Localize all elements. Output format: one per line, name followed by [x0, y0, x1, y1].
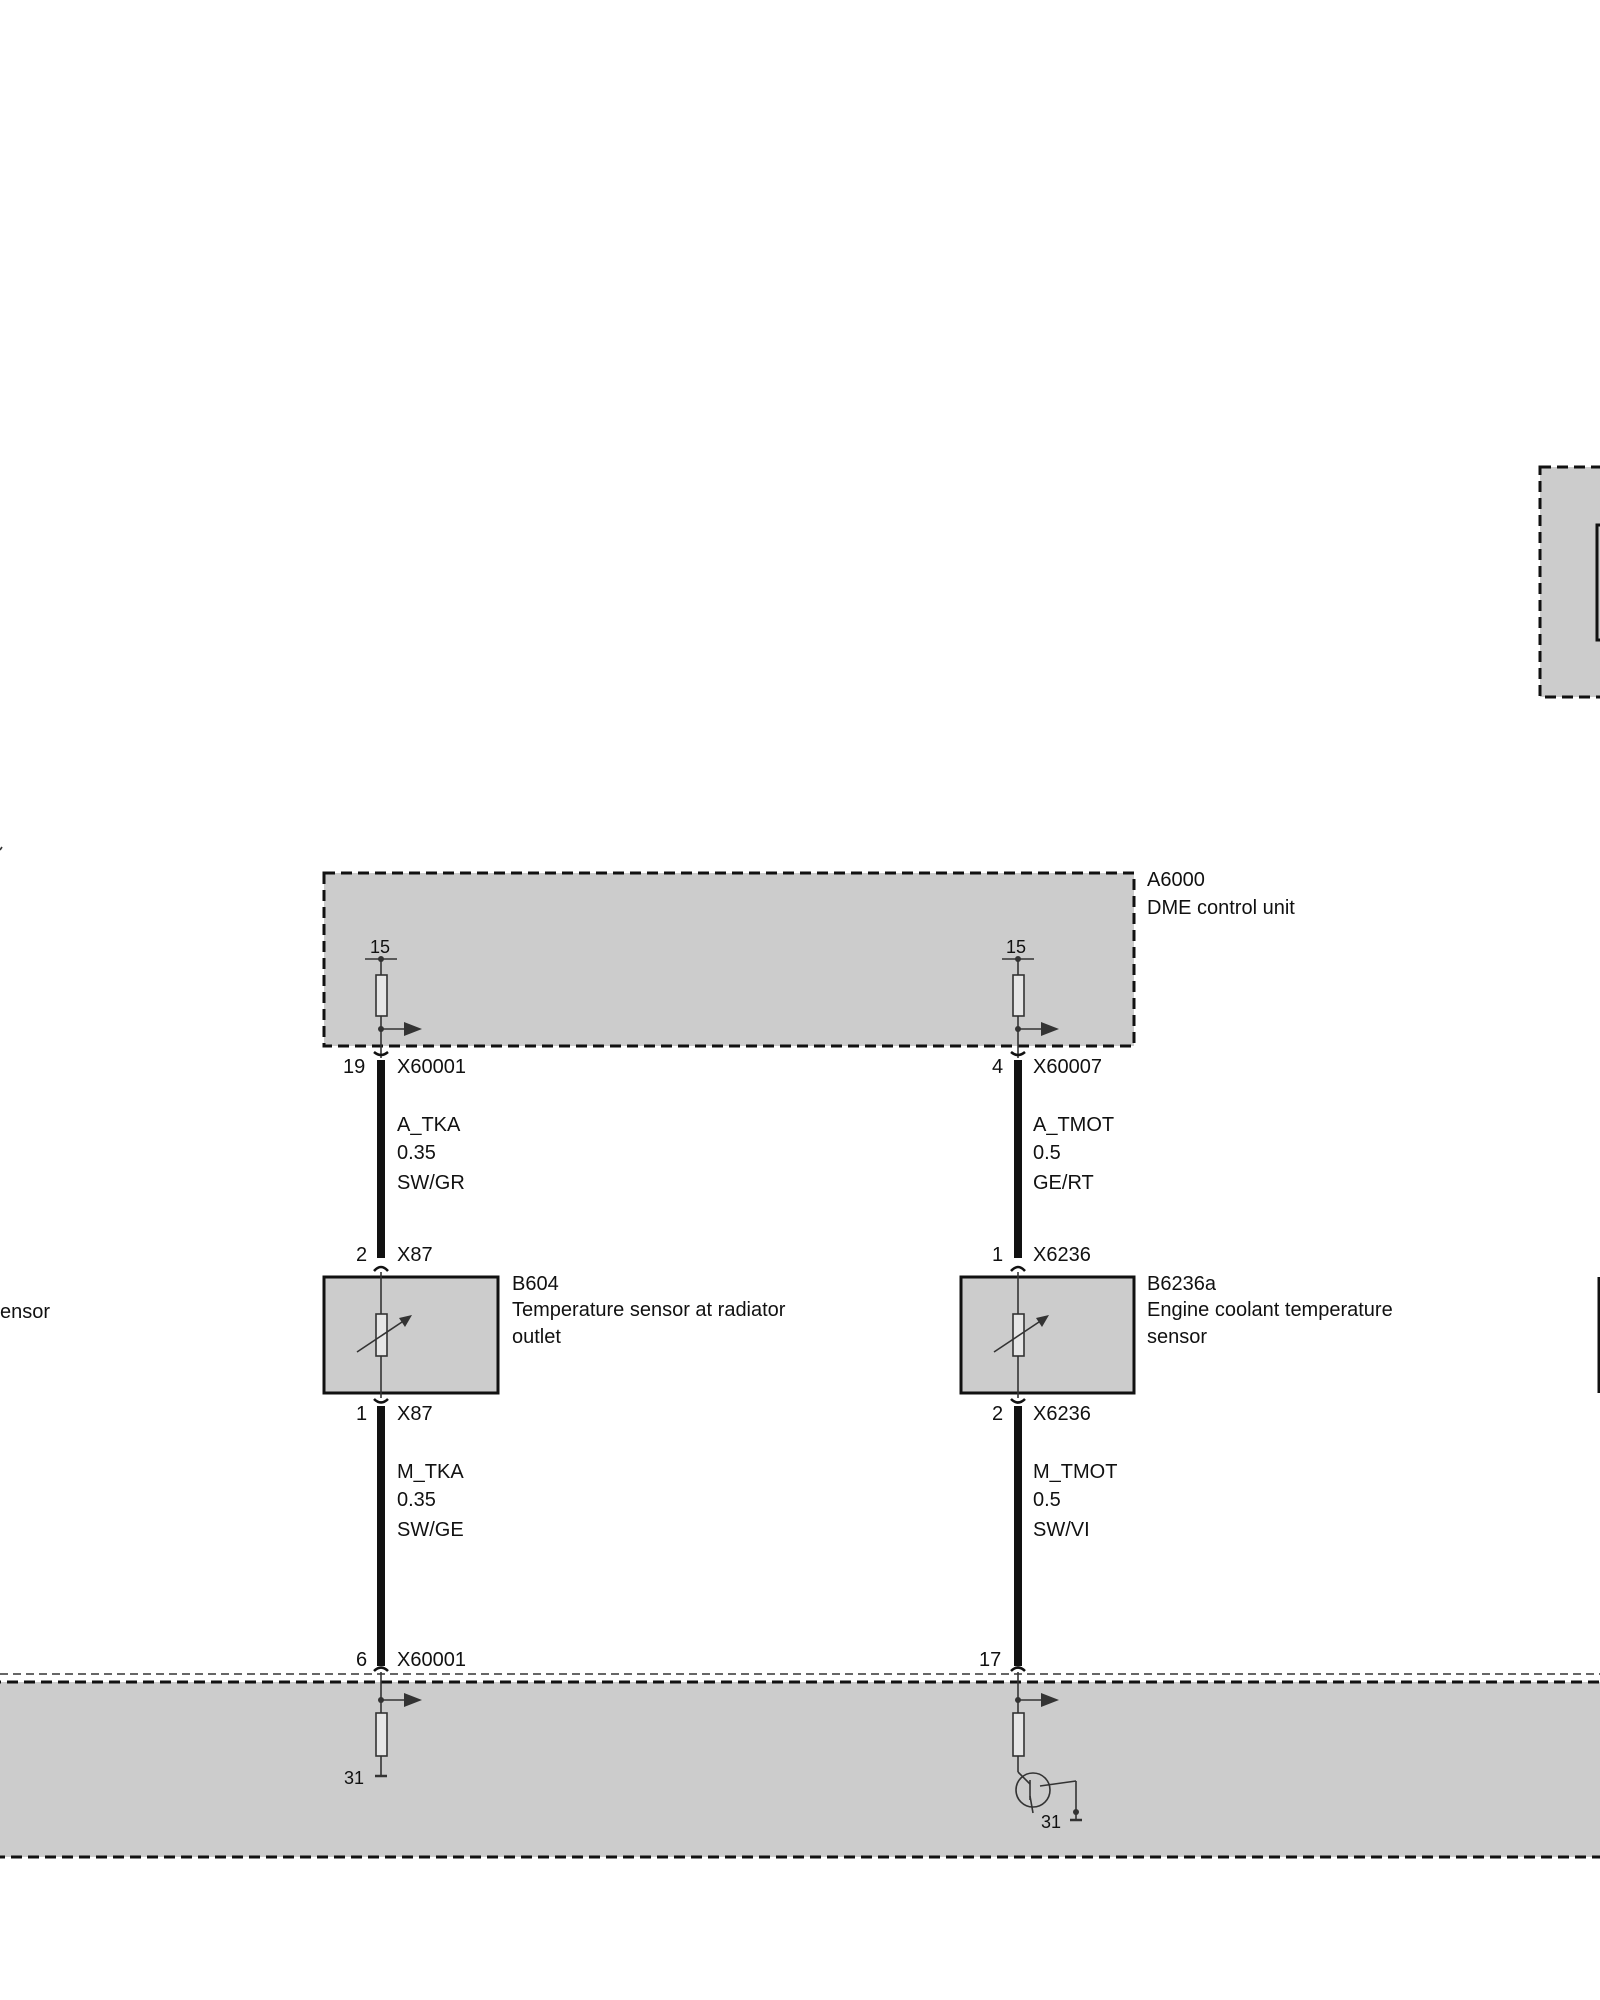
- arrow-right-icon: [404, 1022, 422, 1036]
- connector-label: X6236: [1033, 1403, 1091, 1425]
- connector-mark-icon: [1010, 1666, 1026, 1672]
- ground-31-left: 31: [344, 1768, 364, 1788]
- ground-resistor-right: [1012, 1712, 1025, 1757]
- connector-mark-icon: [373, 1051, 389, 1057]
- dme-left-input-circuit: 15: [365, 937, 422, 1058]
- left-sensor-label-fragment: ensor: [0, 1301, 50, 1323]
- supply-15-left: 15: [370, 937, 390, 957]
- pin-number: 2: [356, 1244, 367, 1266]
- pin-number: 1: [992, 1244, 1003, 1266]
- wire-signal: A_TMOT: [1033, 1114, 1114, 1136]
- dme-left-ground-circuit: 31: [344, 1672, 422, 1788]
- wire-size: 0.5: [1033, 1142, 1061, 1164]
- connector-label: X87: [397, 1403, 433, 1425]
- pin-number: 2: [992, 1403, 1003, 1425]
- arrow-right-icon: [1041, 1022, 1059, 1036]
- pin-number: 4: [992, 1056, 1003, 1078]
- pin-number: 1: [356, 1403, 367, 1425]
- sensor-id: B604: [512, 1273, 559, 1295]
- left-branch: 19 X60001 A_TKA 0.35 SW/GR 2 X87 B604 Te…: [322, 1051, 786, 1671]
- connector-label: X60001: [397, 1056, 466, 1078]
- dme-control-unit-box: [322, 871, 1136, 1048]
- sensor-name-line1: Engine coolant temperature: [1147, 1299, 1393, 1321]
- sensor-name-line1: Temperature sensor at radiator: [512, 1299, 786, 1321]
- sensor-box-b6236a: [959, 1275, 1136, 1395]
- wire-signal: A_TKA: [397, 1114, 461, 1136]
- connector-label: X60001: [397, 1649, 466, 1671]
- connector-mark-icon: [373, 1666, 389, 1672]
- connector-mark-icon: [1010, 1398, 1026, 1404]
- ground-resistor-left: [375, 1712, 388, 1757]
- sensor-name-line2: sensor: [1147, 1326, 1207, 1348]
- connector-mark-icon: [1010, 1051, 1026, 1057]
- pullup-resistor-left: [375, 974, 388, 1017]
- sensor-id: B6236a: [1147, 1273, 1217, 1295]
- connector-label: X6236: [1033, 1244, 1091, 1266]
- wire-size: 0.35: [397, 1142, 436, 1164]
- sensor-box-b604: [322, 1275, 500, 1395]
- dme-name: DME control unit: [1147, 897, 1295, 919]
- pin-number: 6: [356, 1649, 367, 1671]
- pin-number: 17: [979, 1649, 1001, 1671]
- wire-size: 0.35: [397, 1489, 436, 1511]
- dme-id: A6000: [1147, 869, 1205, 891]
- arrow-right-icon: [1041, 1693, 1059, 1707]
- connector-mark-icon: [373, 1265, 389, 1272]
- dme-right-input-circuit: 15: [1002, 937, 1059, 1058]
- dme-control-unit-lower: 31 31: [0, 1672, 1600, 1859]
- ground-31-right: 31: [1041, 1812, 1061, 1832]
- wire-color: GE/RT: [1033, 1172, 1094, 1194]
- pullup-resistor-right: [1012, 974, 1025, 1017]
- wire-signal: M_TKA: [397, 1461, 464, 1483]
- connector-mark-icon: [1010, 1265, 1026, 1272]
- transistor-icon: [1015, 1772, 1051, 1808]
- connector-mark-icon: [373, 1398, 389, 1404]
- right-branch: 4 X60007 A_TMOT 0.5 GE/RT 1 X6236 B6236a…: [959, 1051, 1393, 1671]
- right-edge-component-partial: [1538, 465, 1600, 699]
- arrow-right-icon: [404, 1693, 422, 1707]
- left-edge-mark: [0, 846, 3, 851]
- wire-color: SW/VI: [1033, 1519, 1090, 1541]
- wire-color: SW/GE: [397, 1519, 464, 1541]
- pin-number: 19: [343, 1056, 365, 1078]
- wire-color: SW/GR: [397, 1172, 465, 1194]
- connector-label: X60007: [1033, 1056, 1102, 1078]
- wire-size: 0.5: [1033, 1489, 1061, 1511]
- dme-control-unit: A6000 DME control unit: [322, 869, 1295, 1048]
- dme-lower-box: [0, 1680, 1600, 1859]
- connector-label: X87: [397, 1244, 433, 1266]
- wire-signal: M_TMOT: [1033, 1461, 1117, 1483]
- sensor-name-line2: outlet: [512, 1326, 561, 1348]
- dme-right-ground-circuit: 31: [1012, 1672, 1082, 1832]
- supply-15-right: 15: [1006, 937, 1026, 957]
